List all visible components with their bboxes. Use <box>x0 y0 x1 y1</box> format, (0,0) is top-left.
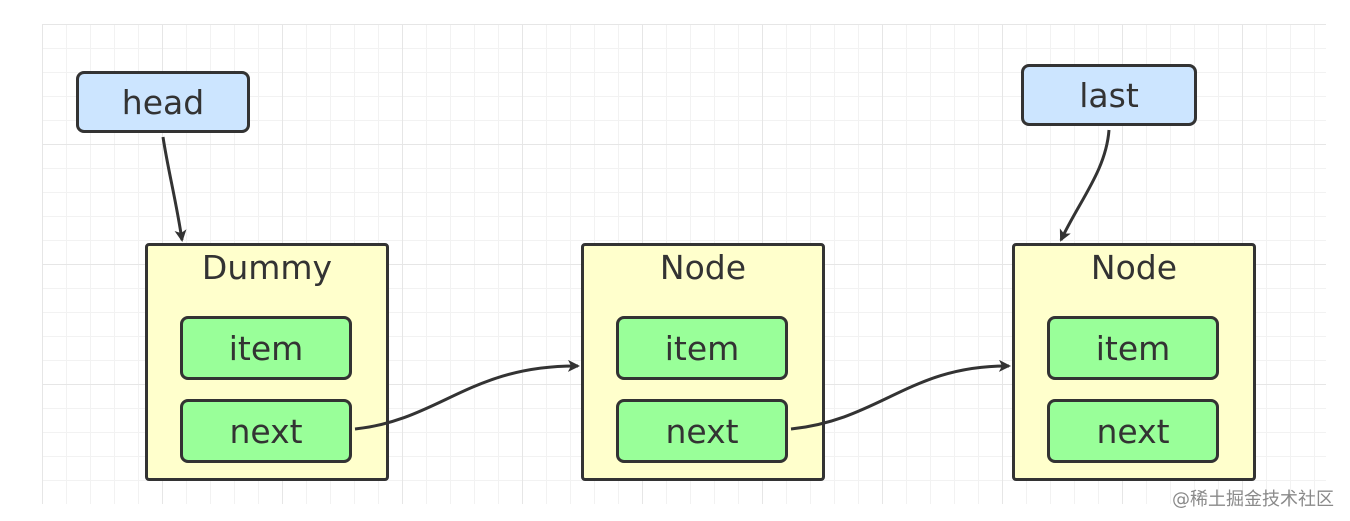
node-3-next-label: next <box>1096 411 1170 451</box>
node-2-next-field: next <box>616 399 788 463</box>
node-3-next-field: next <box>1047 399 1219 463</box>
node-3: Node item next <box>1012 243 1256 481</box>
last-pointer-box: last <box>1021 64 1197 126</box>
head-pointer-box: head <box>76 71 250 133</box>
node-2-item-field: item <box>616 316 788 380</box>
node-3-item-label: item <box>1095 328 1171 368</box>
node-3-item-field: item <box>1047 316 1219 380</box>
node-2: Node item next <box>581 243 825 481</box>
dummy-item-field: item <box>180 316 352 380</box>
watermark-text: @稀土掘金技术社区 <box>1172 489 1334 510</box>
node-2-next-label: next <box>665 411 739 451</box>
head-pointer-label: head <box>121 82 205 122</box>
dummy-node: Dummy item next <box>145 243 389 481</box>
node-title-dummy: Dummy <box>201 248 333 287</box>
dummy-next-label: next <box>229 411 303 451</box>
node-title-3: Node <box>1090 248 1178 287</box>
dummy-next-field: next <box>180 399 352 463</box>
dummy-item-label: item <box>228 328 304 368</box>
node-2-item-label: item <box>664 328 740 368</box>
node-title-2: Node <box>659 248 747 287</box>
last-pointer-label: last <box>1079 75 1139 115</box>
